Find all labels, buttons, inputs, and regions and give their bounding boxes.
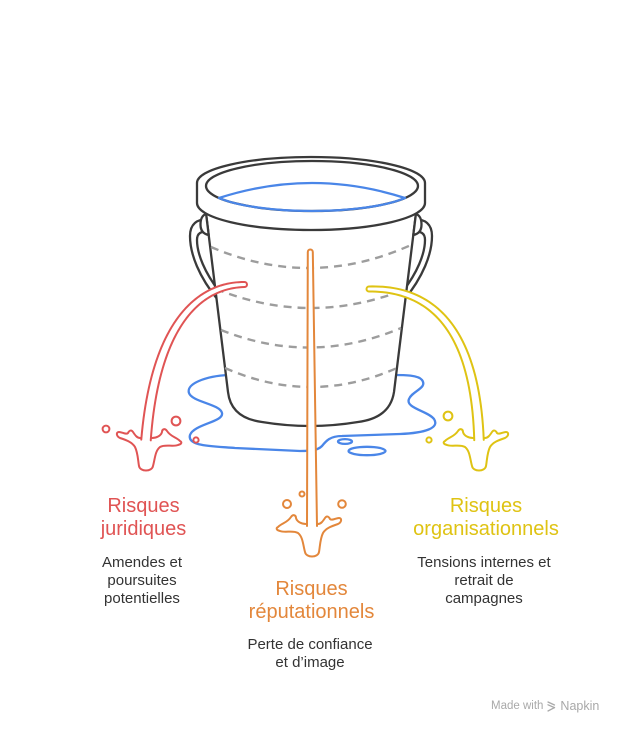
puddle-drop-small — [336, 437, 354, 446]
puddle-drop-large — [347, 445, 387, 457]
water-surface — [217, 181, 407, 213]
droplet — [442, 410, 454, 422]
puddle — [187, 373, 437, 457]
risk-description-juridiques: Amendes et poursuites potentielles — [32, 554, 252, 608]
risk-title-line: Risques — [449, 494, 523, 517]
bucket-band-line — [215, 287, 407, 310]
watermark: Made with Napkin — [491, 698, 599, 714]
risk-title-line: Risques — [275, 577, 348, 600]
bucket-lug-right — [412, 212, 423, 237]
bucket — [188, 155, 434, 428]
splash-organisationnels — [442, 428, 510, 472]
leak-organisationnels — [365, 285, 510, 472]
splash-reputationnels — [275, 514, 343, 558]
risk-title-organisationnels: Risques organisationnels — [376, 495, 596, 541]
risk-description-line: Perte de confiance — [247, 635, 373, 653]
risk-title-line: Risques — [107, 494, 180, 517]
risk-description-line: poursuites — [107, 572, 177, 589]
droplet — [282, 499, 292, 509]
risk-description-line: campagnes — [445, 589, 523, 607]
napkin-logo-icon — [547, 700, 556, 712]
droplet — [170, 415, 182, 427]
stream-organisationnels — [365, 285, 485, 442]
stream-reputationnels — [306, 248, 318, 528]
droplet — [101, 424, 111, 434]
napkin-logo-stroke — [547, 700, 556, 706]
risk-description-line: Tensions internes et — [417, 553, 551, 571]
splash-juridiques — [115, 428, 183, 472]
risk-description-line: retrait de — [454, 571, 514, 589]
risk-description-organisationnels: Tensions internes et retrait de campagne… — [374, 554, 594, 608]
risk-description-line: Amendes et — [101, 554, 183, 571]
bucket-lug-left — [199, 212, 210, 237]
stream-juridiques — [140, 280, 248, 442]
puddle-outline — [187, 373, 437, 453]
droplet — [425, 436, 433, 444]
risk-description-line: et d’image — [275, 653, 345, 671]
risk-title-juridiques: Risques juridiques — [34, 495, 254, 541]
watermark-brand: Napkin — [560, 699, 600, 713]
leak-reputationnels — [275, 248, 347, 558]
droplet — [298, 490, 306, 498]
napkin-logo-stroke — [547, 706, 556, 712]
stream-outline — [365, 285, 485, 442]
risk-description-reputationnels: Perte de confiance et d’image — [200, 636, 420, 672]
risk-description-line: potentielles — [104, 590, 180, 607]
stream-outline — [306, 248, 318, 528]
risk-title-line: juridiques — [100, 517, 187, 540]
stream-body — [307, 249, 317, 527]
watermark-prefix: Made with — [491, 700, 544, 712]
risk-title-reputationnels: Risques réputationnels — [202, 578, 422, 624]
leak-juridiques — [101, 280, 248, 472]
risk-title-line: réputationnels — [248, 600, 375, 623]
stream-outline — [140, 280, 248, 442]
napkin-logo-stroke — [547, 703, 556, 708]
droplet — [192, 436, 200, 444]
risk-title-line: organisationnels — [413, 517, 559, 540]
droplet — [337, 499, 347, 509]
